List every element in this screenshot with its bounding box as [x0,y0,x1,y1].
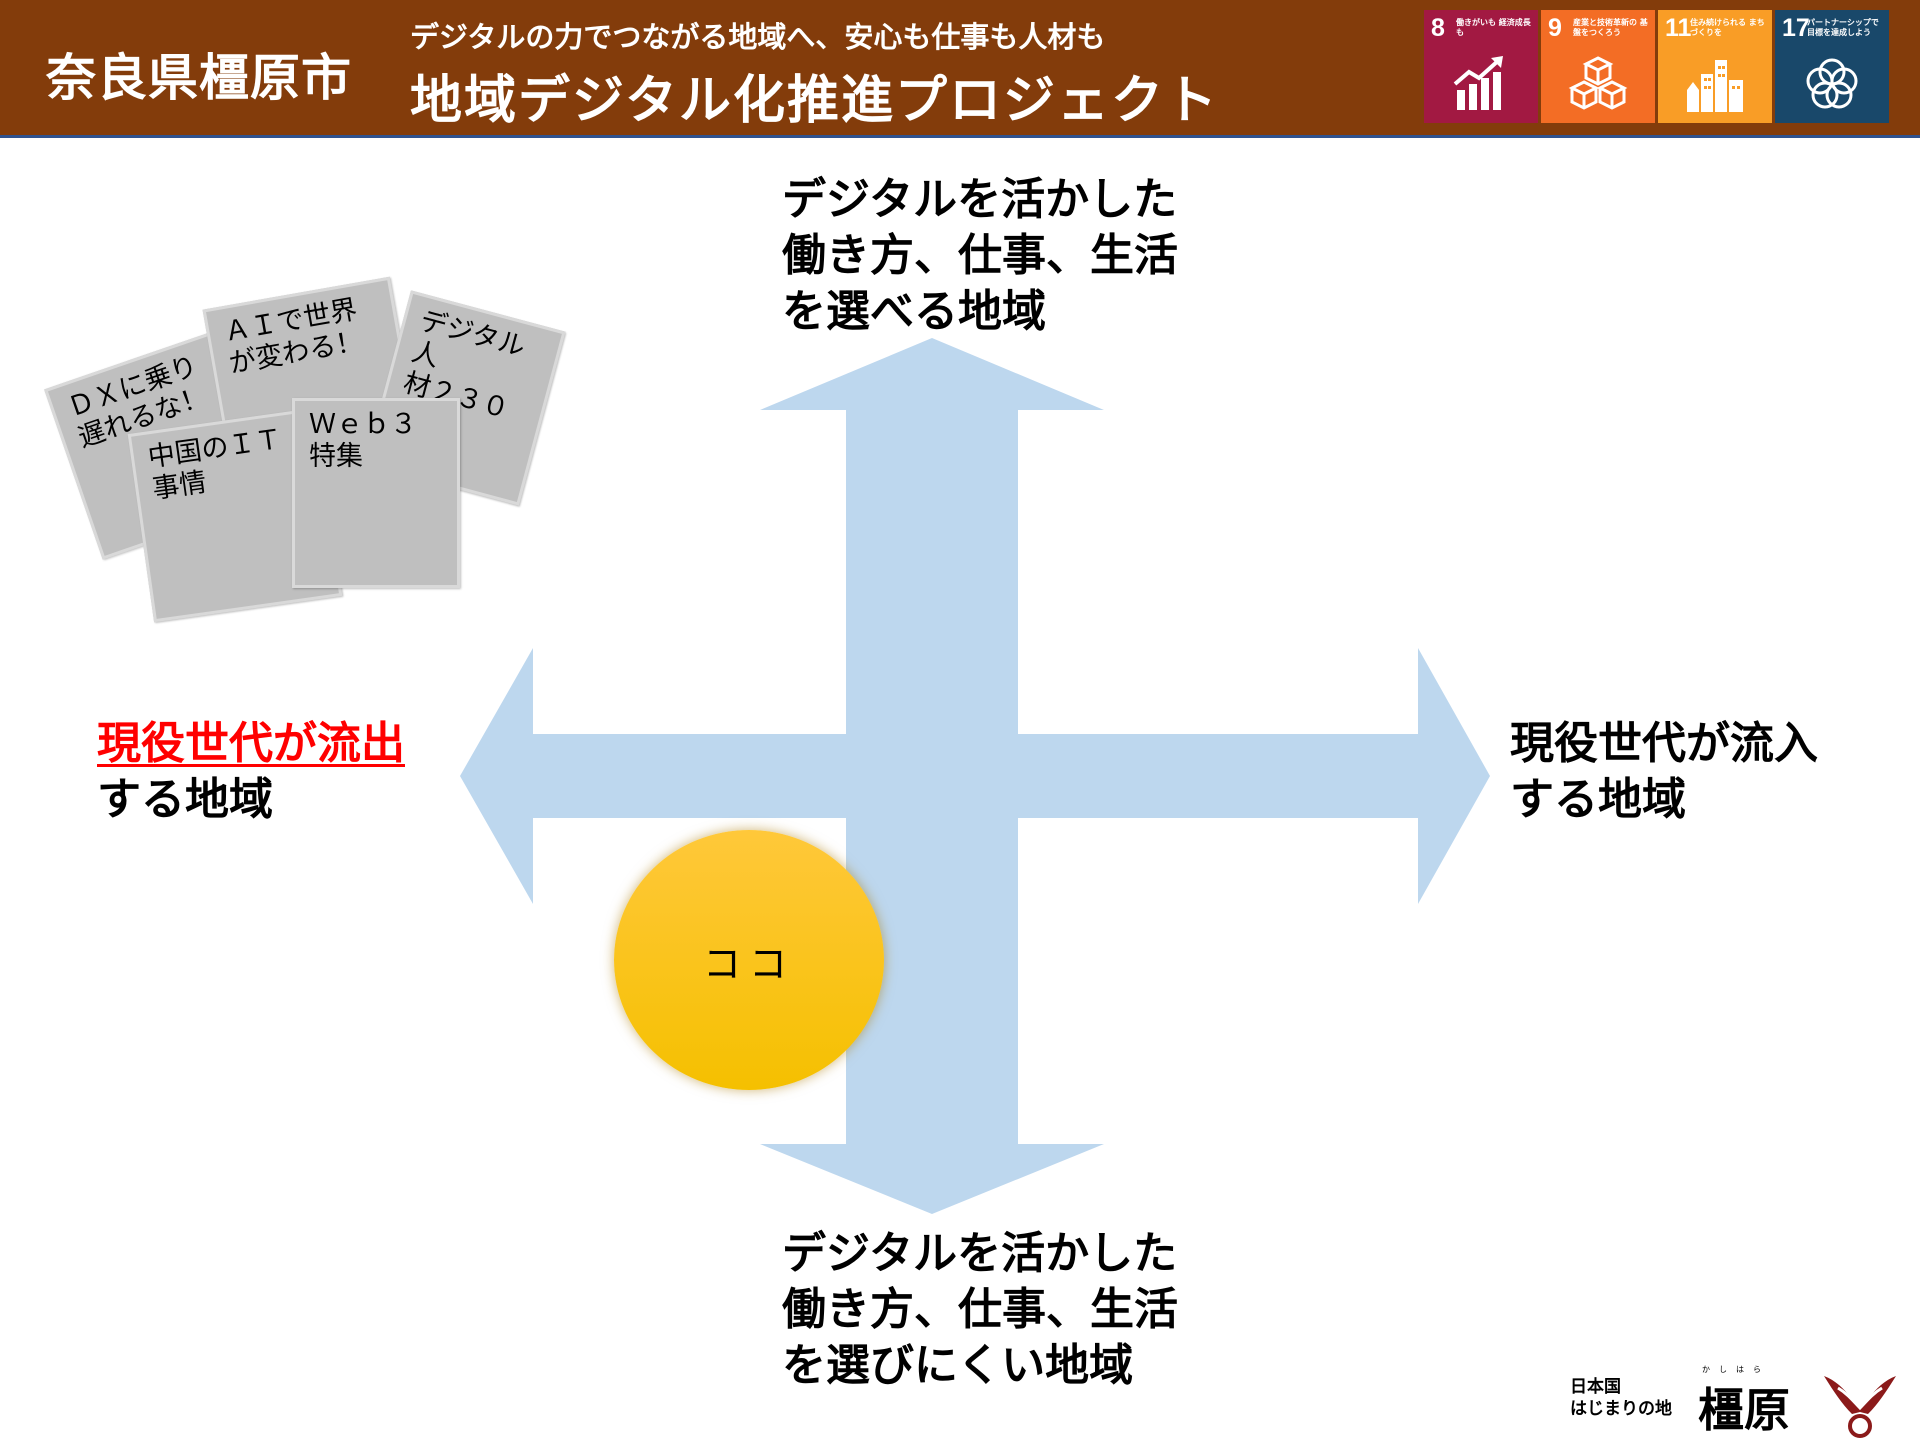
sdg-text: パートナーシップで 目標を達成しよう [1807,18,1879,37]
bottom-axis-label: デジタルを活かした 働き方、仕事、生活 を選びにくい地域 [782,1228,1178,1391]
note-web3: Ｗｅｂ３ 特集 [292,398,460,588]
logo-name: 橿原 [1698,1383,1790,1437]
horizontal-arrow [460,648,1490,904]
sdg-number: 17 [1782,14,1810,42]
city-buildings-icon [1687,60,1743,112]
left-axis-label: 現役世代が流出 する地域 [97,716,405,828]
city-name: 奈良県橿原市 [46,49,352,107]
sdg-text: 住み続けられる まちづくりを [1690,18,1765,37]
sdg-9-badge: 9 産業と技術革新の 基盤をつくろう [1541,10,1655,123]
sdg-17-badge: 17 パートナーシップで 目標を達成しよう [1775,10,1889,123]
rings-flower-icon [1806,58,1858,109]
sdg-8-badge: 8 働きがいも 経済成長も [1424,10,1538,123]
top-axis-label: デジタルを活かした 働き方、仕事、生活 を選べる地域 [782,174,1178,337]
header-banner: 奈良県橿原市 デジタルの力でつながる地域へ、安心も仕事も人材も 地域デジタル化推… [0,0,1920,138]
cubes-icon [1568,56,1628,110]
sdg-11-badge: 11 住み続けられる まちづくりを [1658,10,1772,123]
kashihara-logo: 日本国 はじまりの地 かしはら 橿原 [1570,1365,1800,1440]
sdg-number: 8 [1431,14,1445,42]
logo-tagline: 日本国 はじまりの地 [1570,1377,1672,1419]
city-emblem-icon [1824,1376,1896,1438]
right-axis-label: 現役世代が流入 する地域 [1510,718,1818,825]
outflow-emphasis: 現役世代が流出 [97,718,405,769]
sdg-text: 働きがいも 経済成長も [1456,18,1531,37]
left-axis-rest: する地域 [97,774,273,825]
sdg-number: 9 [1548,14,1562,42]
header-subtitle: デジタルの力でつながる地域へ、安心も仕事も人材も [410,20,1106,54]
current-position-marker: ココ [614,830,884,1090]
growth-chart-icon [1453,56,1503,110]
logo-ruby: かしはら [1702,1365,1770,1374]
sdg-number: 11 [1665,14,1692,42]
sdg-text: 産業と技術革新の 基盤をつくろう [1573,18,1648,37]
project-title: 地域デジタル化推進プロジェクト [410,71,1219,131]
